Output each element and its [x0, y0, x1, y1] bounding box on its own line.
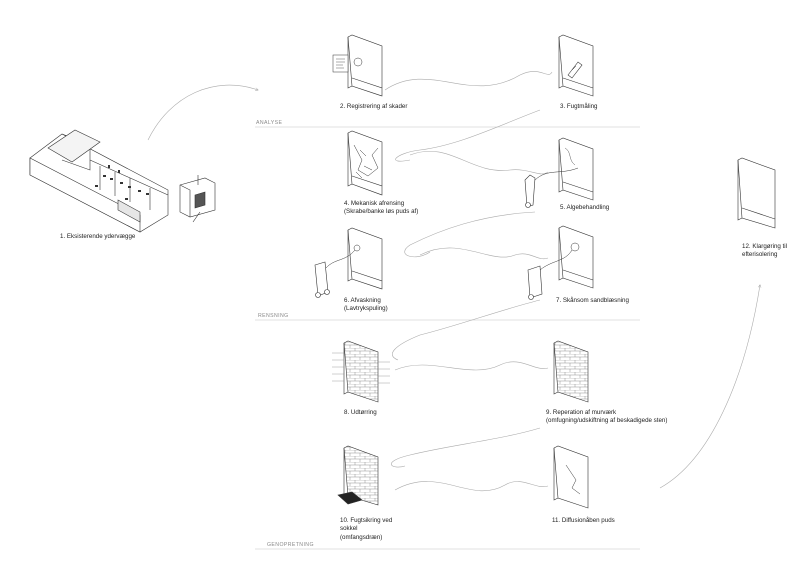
step-4-line-1: 4. Mekanisk afrensing	[344, 200, 405, 207]
wall-section-detail	[179, 175, 216, 223]
panel-3	[558, 34, 594, 97]
panel-5	[524, 137, 594, 208]
panel-4	[347, 130, 383, 196]
panel-11	[553, 445, 589, 509]
panel-6	[314, 227, 383, 298]
panel-10	[337, 445, 379, 506]
step-8-label: 8. Udtørring	[344, 409, 377, 416]
step-4-label: 4. Mekanisk afrensing (Skrabe/banke løs …	[344, 200, 418, 217]
step-12-line-1: 12. Klargøring til	[742, 243, 788, 250]
step-9-line-2: (omfugning/udskiftning af beskadigede st…	[546, 417, 668, 425]
step-12-label: 12. Klargøring til efterisolering	[742, 243, 787, 260]
step-3-label: 3. Fugtmåling	[560, 103, 598, 110]
panel-7	[527, 225, 594, 300]
panel-9	[553, 340, 589, 403]
section-label-cleaning: RENSNING	[258, 313, 289, 319]
step-5-label: 5. Algebehandling	[560, 204, 610, 211]
step-10-label: 10. Fugtsikring ved sokkel (omfangsdræn)	[340, 517, 392, 542]
step-9-label: 9. Reperation af murværk (omfugning/udsk…	[546, 409, 667, 426]
section-label-restoration: GENOPRETNING	[267, 542, 314, 548]
section-label-analysis: ANALYSE	[256, 120, 283, 126]
step-10-line-1: 10. Fugtsikring ved	[340, 517, 393, 524]
step-1-label: 1. Eksisterende ydervægge	[60, 233, 136, 240]
step-10-line-3: (omfangsdræn)	[340, 533, 383, 541]
step-6-line-2: (Lavtrykspuling)	[344, 305, 388, 313]
step-6-line-1: 6. Afvaskning	[344, 297, 381, 304]
building-illustration	[29, 129, 169, 233]
step-7-label: 7. Skånsom sandblæsning	[556, 297, 629, 304]
step-6-label: 6. Afvaskning (Lavtrykspuling)	[344, 297, 388, 314]
panel-2	[332, 34, 383, 97]
step-9-line-1: 9. Reperation af murværk	[546, 409, 617, 416]
panel-12	[737, 157, 776, 229]
step-4-line-2: (Skrabe/banke løs puds af)	[344, 208, 419, 216]
flow-curves	[147, 71, 760, 492]
step-11-label: 11. Diffusionåben puds	[552, 517, 615, 524]
section-dividers	[255, 126, 640, 550]
panel-8	[332, 340, 390, 403]
step-2-label: 2. Registrering af skader	[340, 103, 408, 110]
step-12-line-2: efterisolering	[742, 251, 778, 259]
step-10-line-2: sokkel	[340, 525, 358, 533]
